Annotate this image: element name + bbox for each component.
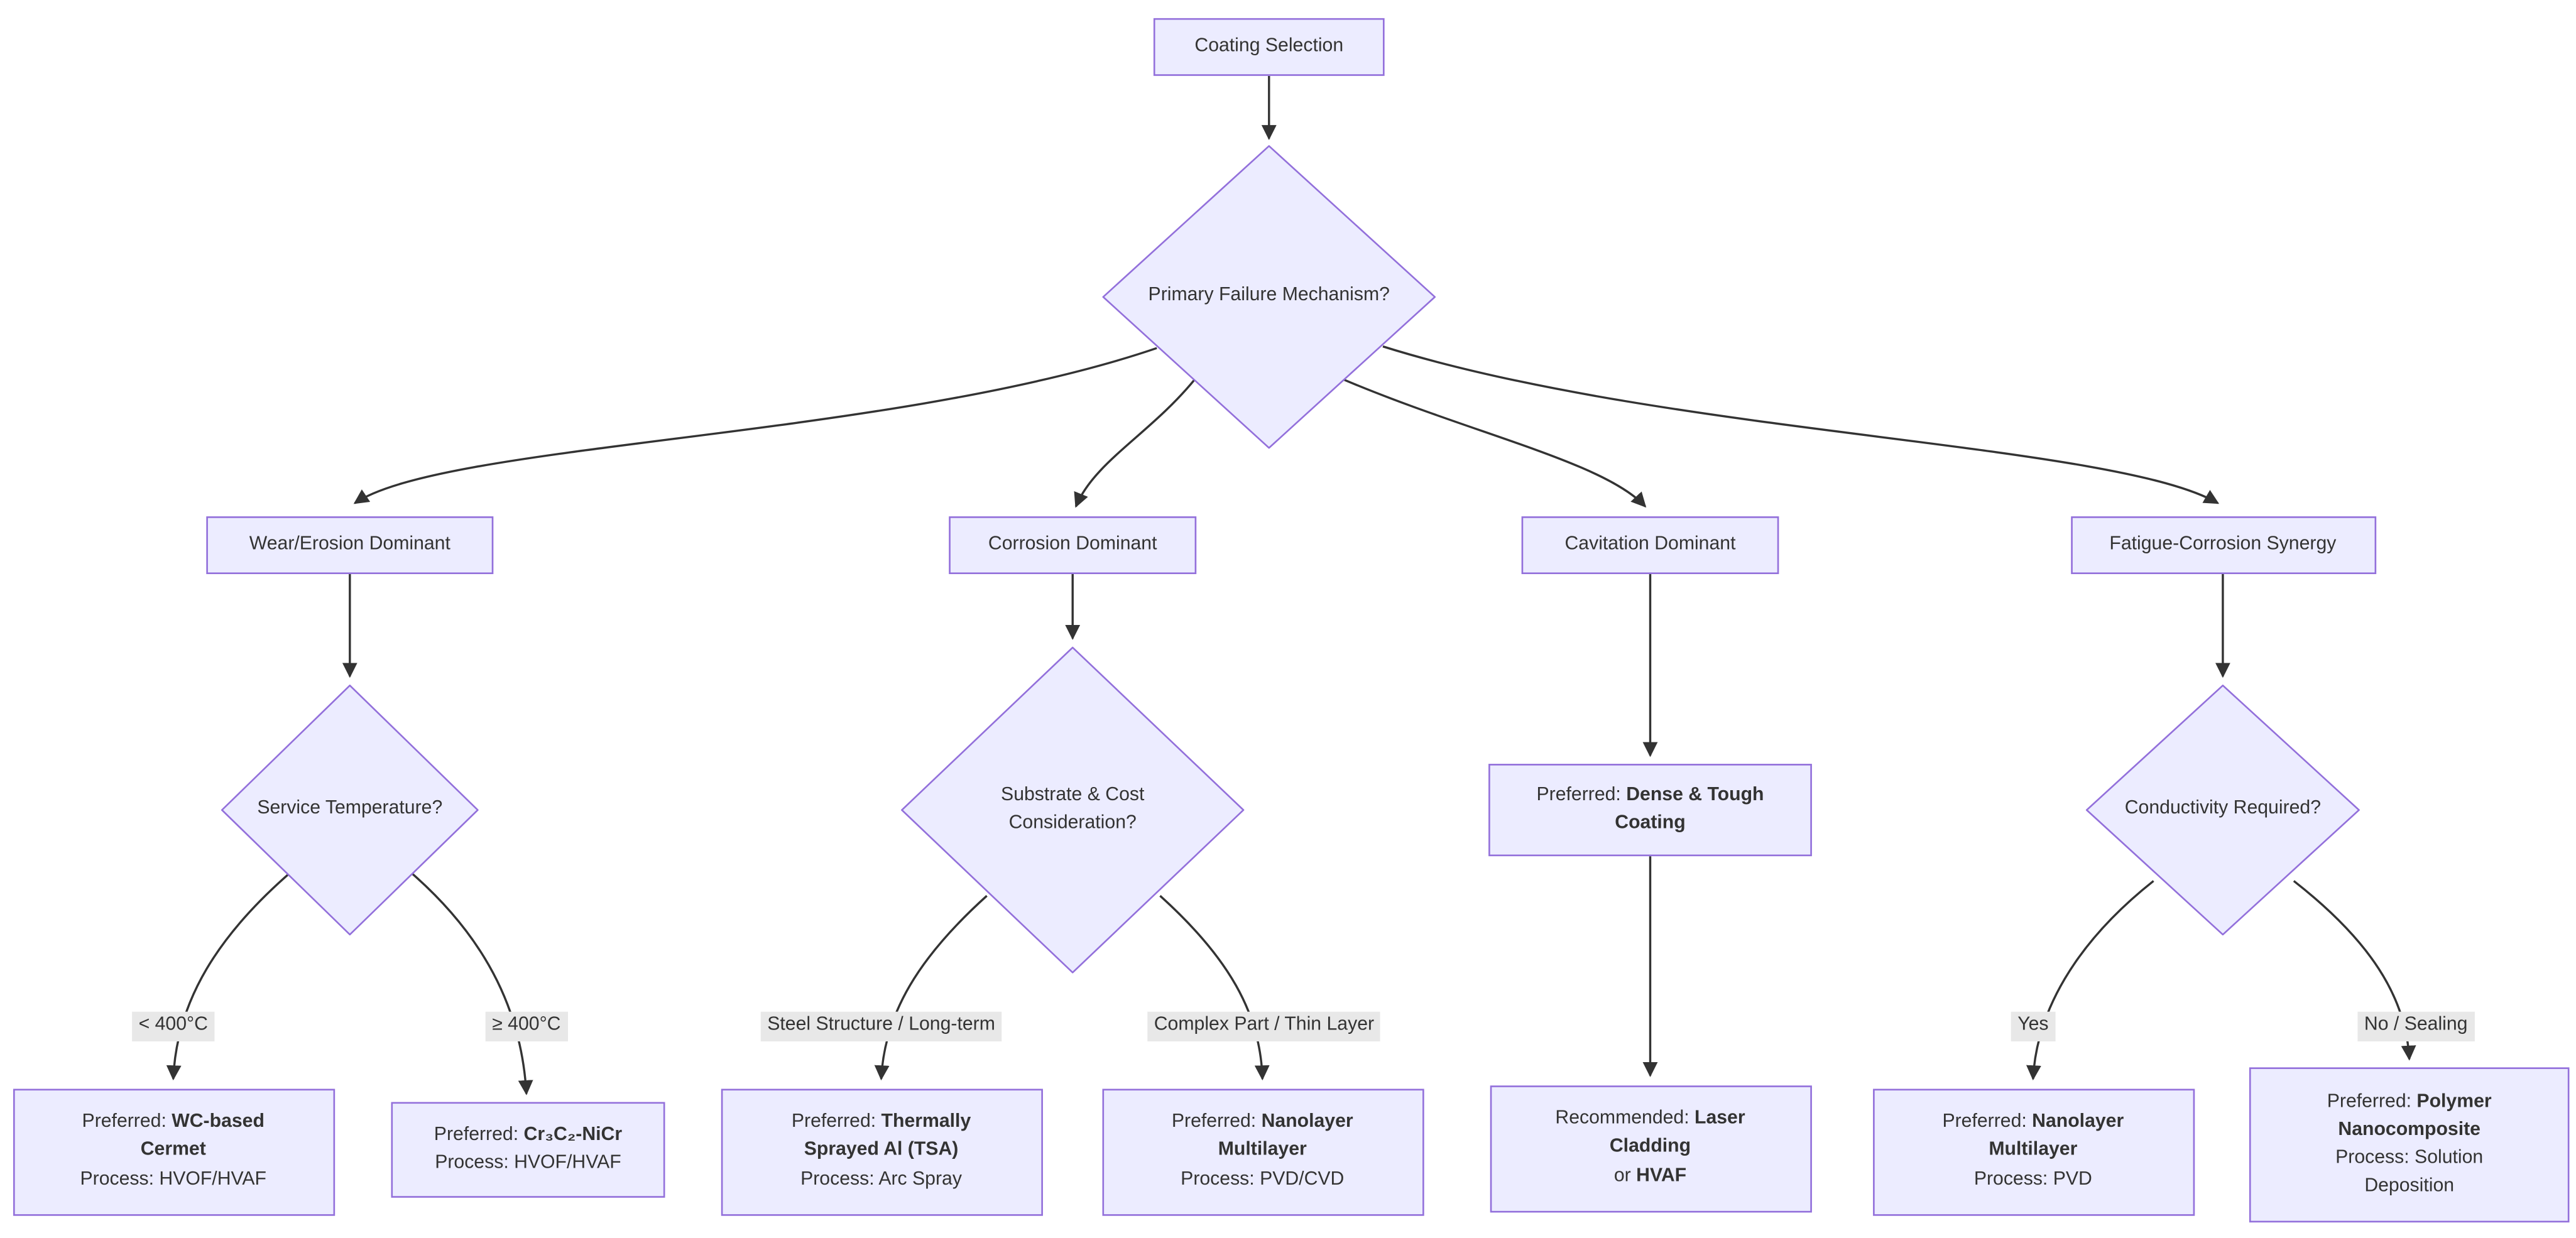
- node-conductivity-required: Conductivity Required?: [2085, 684, 2360, 936]
- edge-temp-ge400-to-cr: [408, 870, 533, 1095]
- edge-label-ge-400c: ≥ 400°C: [485, 1011, 568, 1041]
- node-service-temperature: Service Temperature?: [221, 684, 479, 936]
- node-label: Conductivity Required?: [2124, 799, 2322, 819]
- diamond-shape: [901, 646, 1245, 974]
- edge-temp-lt400-to-wc: [166, 870, 293, 1081]
- edge-failure-to-fatigue: [1382, 345, 2220, 504]
- node-label: Service Temperature?: [257, 799, 443, 819]
- edge-failure-to-cavitation: [1343, 378, 1647, 508]
- node-label: Wear/Erosion Dominant: [249, 534, 450, 555]
- edge-label-no-sealing: No / Sealing: [2357, 1011, 2474, 1041]
- node-coating-selection: Coating Selection: [1153, 18, 1385, 76]
- node-corrosion-dominant: Corrosion Dominant: [949, 516, 1197, 575]
- node-label: Primary Failure Mechanism?: [1148, 286, 1390, 306]
- node-wear-erosion-dominant: Wear/Erosion Dominant: [206, 516, 494, 575]
- edge-label-complex-thin: Complex Part / Thin Layer: [1147, 1011, 1381, 1041]
- edge-substrate-to-nanocvd: [1159, 894, 1270, 1081]
- edge-label-yes: Yes: [2011, 1011, 2055, 1041]
- node-primary-failure-mechanism: Primary Failure Mechanism?: [1102, 145, 1436, 449]
- edge-label-lt-400c: < 400°C: [132, 1011, 215, 1041]
- edge-label-steel-longterm: Steel Structure / Long-term: [760, 1011, 1002, 1041]
- diamond-shape: [221, 684, 479, 936]
- edge-conductivity-to-nanopvd: [2026, 880, 2154, 1081]
- node-label: Cavitation Dominant: [1564, 534, 1736, 555]
- edge-failure-to-wear: [353, 347, 1157, 504]
- edge-substrate-to-tsa: [874, 894, 988, 1081]
- node-fatigue-corrosion-synergy: Fatigue-Corrosion Synergy: [2070, 516, 2376, 575]
- edge-failure-to-corrosion: [1074, 379, 1196, 508]
- diamond-shape: [2085, 684, 2360, 936]
- node-cavitation-dominant: Cavitation Dominant: [1521, 516, 1779, 575]
- node-label: Fatigue-Corrosion Synergy: [2109, 534, 2337, 555]
- diamond-shape: [1102, 145, 1436, 449]
- node-label: Corrosion Dominant: [988, 534, 1157, 555]
- node-label: Coating Selection: [1194, 36, 1344, 56]
